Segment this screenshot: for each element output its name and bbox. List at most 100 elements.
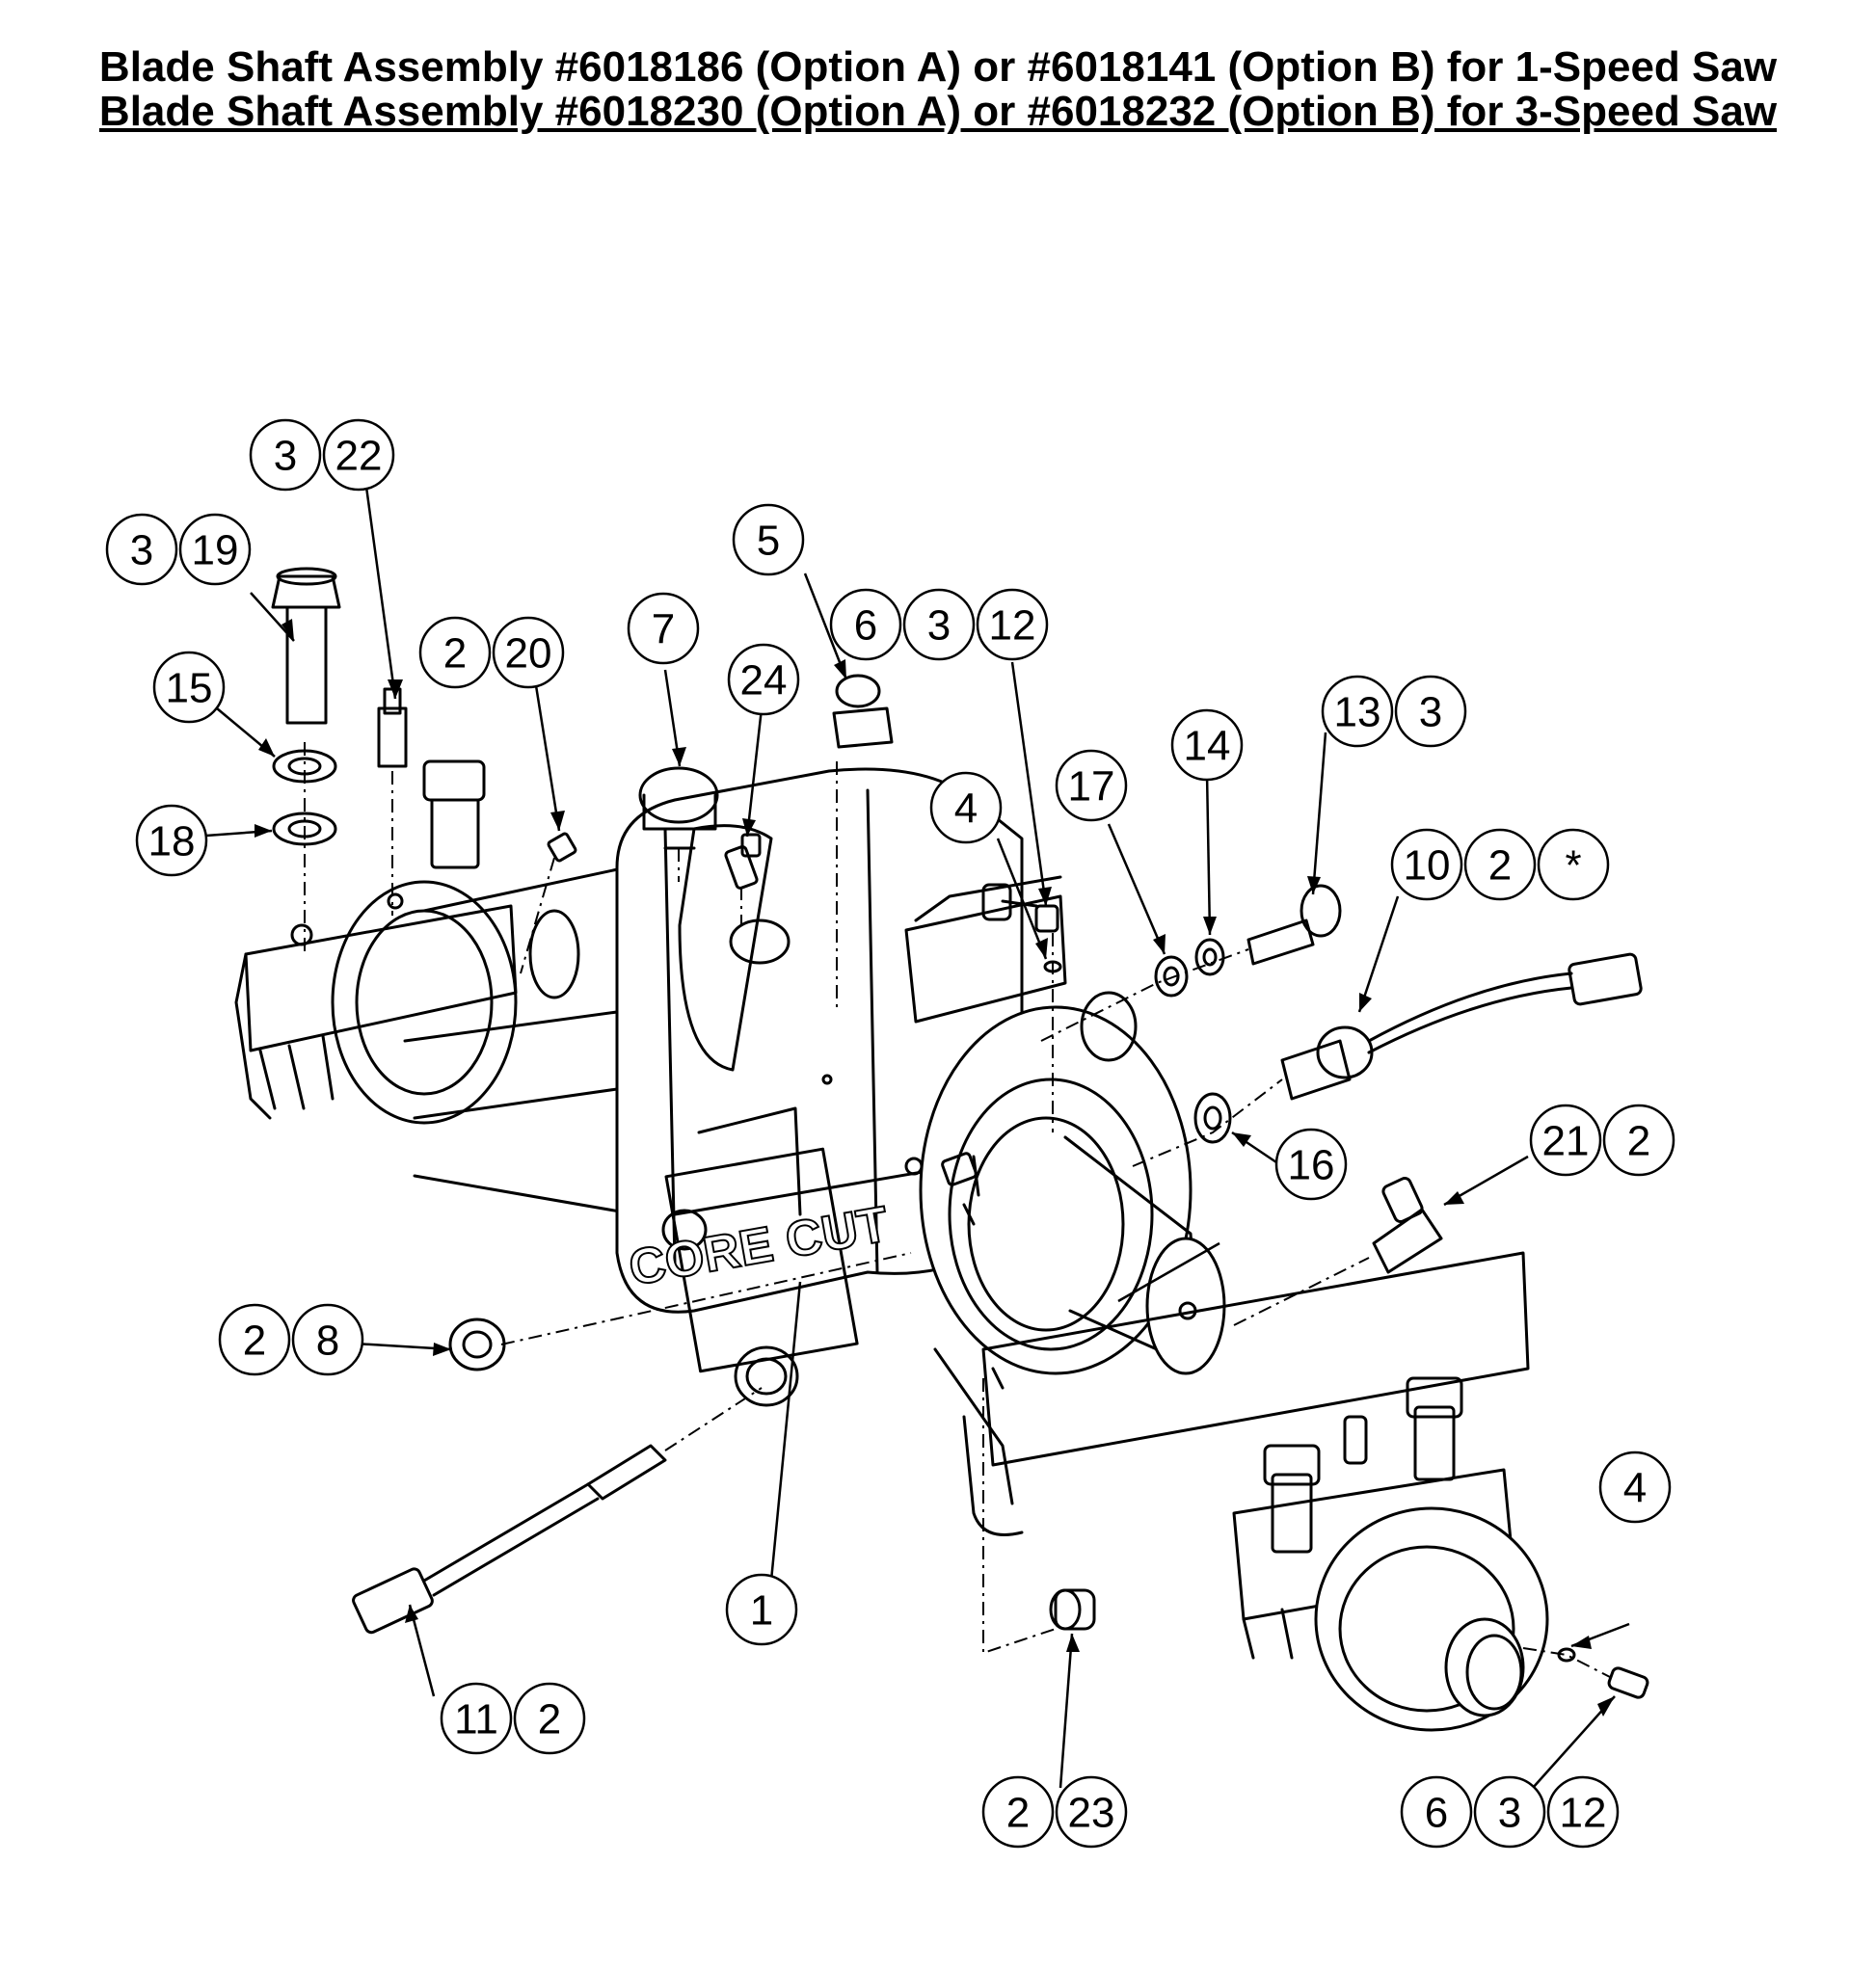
bolt-13 [1246, 884, 1342, 966]
callout-circle [1321, 675, 1394, 748]
callout-16: 16 [1274, 1128, 1348, 1201]
callout-13-3: 13 3 [1321, 675, 1467, 748]
callout-circle [732, 503, 805, 576]
washers-17-14 [1154, 938, 1225, 998]
callout-18: 18 [135, 804, 208, 877]
callout-label: 24 [740, 657, 788, 705]
callout-label: 2 [443, 630, 467, 678]
callout-11-2: 11 2 [440, 1682, 586, 1755]
callout-label: 2 [1006, 1790, 1030, 1837]
callout-label: 3 [130, 527, 153, 574]
callout-circle [1598, 1451, 1672, 1524]
callout-circle [322, 418, 395, 492]
callout-label: 4 [1623, 1465, 1647, 1512]
callout-5: 5 [732, 503, 805, 576]
callout-label: 3 [1419, 689, 1442, 736]
callout-circle [178, 513, 252, 586]
callout-circle [1400, 1775, 1473, 1849]
drive-shaft [919, 1005, 1226, 1375]
callout-label: 21 [1542, 1118, 1590, 1165]
callout-circle [291, 1303, 364, 1376]
set-screw-20 [547, 832, 577, 863]
callout-circle [976, 588, 1049, 661]
callout-circle [1274, 1128, 1348, 1201]
callout-3-19: 3 19 [105, 513, 252, 586]
plug-23 [1049, 1588, 1096, 1631]
callout-label: 13 [1334, 689, 1381, 736]
callout-label: 18 [148, 818, 196, 865]
callout-circle [1390, 828, 1463, 901]
callout-21-2: 21 2 [1529, 1104, 1675, 1177]
callout-circle [1473, 1775, 1546, 1849]
callout-circle [902, 588, 976, 661]
left-pillow-block [234, 759, 518, 1125]
callout-label: 23 [1068, 1790, 1115, 1837]
callout-circle [929, 771, 1003, 844]
callout-1: 1 [725, 1573, 798, 1646]
callout-circle [627, 592, 700, 665]
callout-circle [1170, 708, 1244, 782]
callout-circle [152, 651, 226, 724]
callout-label: 3 [1498, 1790, 1521, 1837]
o-ring-4-bottom [1557, 1647, 1576, 1663]
callout-circle [1529, 1104, 1602, 1177]
callout-24: 24 [727, 643, 800, 716]
callout-label: 16 [1288, 1142, 1335, 1189]
bolt-19 [271, 567, 341, 725]
leader-lines [192, 486, 1630, 1789]
callout-label: 2 [243, 1318, 266, 1365]
callout-label: 3 [927, 602, 951, 650]
grease-fitting-12-bottom [1607, 1666, 1649, 1699]
callout-label: 19 [192, 527, 239, 574]
callout-circle [249, 418, 322, 492]
callout-label: 2 [538, 1696, 561, 1744]
callout-circle [981, 1775, 1055, 1849]
callout-4-bottom: 4 [1598, 1451, 1672, 1524]
callout-label: 2 [1627, 1118, 1650, 1165]
callout-7: 7 [627, 592, 700, 665]
callout-15: 15 [152, 651, 226, 724]
callout-circle [440, 1682, 513, 1755]
callout-label: 2 [1488, 842, 1512, 890]
callout-3-22: 3 22 [249, 418, 395, 492]
callout-label: 3 [274, 433, 297, 480]
breather-5 [832, 674, 894, 749]
callout-label: 8 [316, 1318, 339, 1365]
callout-circle [1602, 1104, 1675, 1177]
callout-circle [1546, 1775, 1620, 1849]
callout-label: 14 [1184, 723, 1231, 770]
callout-circle [218, 1303, 291, 1376]
title-line-2: Blade Shaft Assembly #6018230 (Option A)… [98, 88, 1778, 135]
grease-fitting-22 [377, 687, 408, 768]
callout-label: 15 [166, 665, 213, 712]
callout-label: 6 [854, 602, 877, 650]
callout-label: 22 [335, 433, 383, 480]
elbow-fitting-24 [724, 833, 762, 890]
callout-circle [105, 513, 178, 586]
sensor-11 [352, 1444, 667, 1635]
callout-label: 12 [1560, 1790, 1607, 1837]
gearbox-top [904, 875, 1138, 1062]
callout-circle [1463, 828, 1537, 901]
callout-4-top: 4 [929, 771, 1003, 844]
title-line-1: Blade Shaft Assembly #6018186 (Option A)… [98, 43, 1778, 91]
callout-circle [829, 588, 902, 661]
callout-circle [1537, 828, 1610, 901]
sensor-10 [1280, 952, 1643, 1101]
callout-label: 10 [1404, 842, 1451, 890]
callout-14: 14 [1170, 708, 1244, 782]
callout-6-3-12-bottom: 6 3 12 [1400, 1775, 1620, 1849]
callout-label: 1 [750, 1587, 773, 1635]
callout-circle [725, 1573, 798, 1646]
elbow-fitting-21 [1372, 1177, 1443, 1274]
callout-label: 4 [954, 785, 978, 833]
callout-label: 6 [1425, 1790, 1448, 1837]
callout-label: 11 [454, 1696, 498, 1744]
callout-label: 5 [757, 518, 780, 565]
callout-circle [513, 1682, 586, 1755]
callout-circle [492, 616, 565, 689]
